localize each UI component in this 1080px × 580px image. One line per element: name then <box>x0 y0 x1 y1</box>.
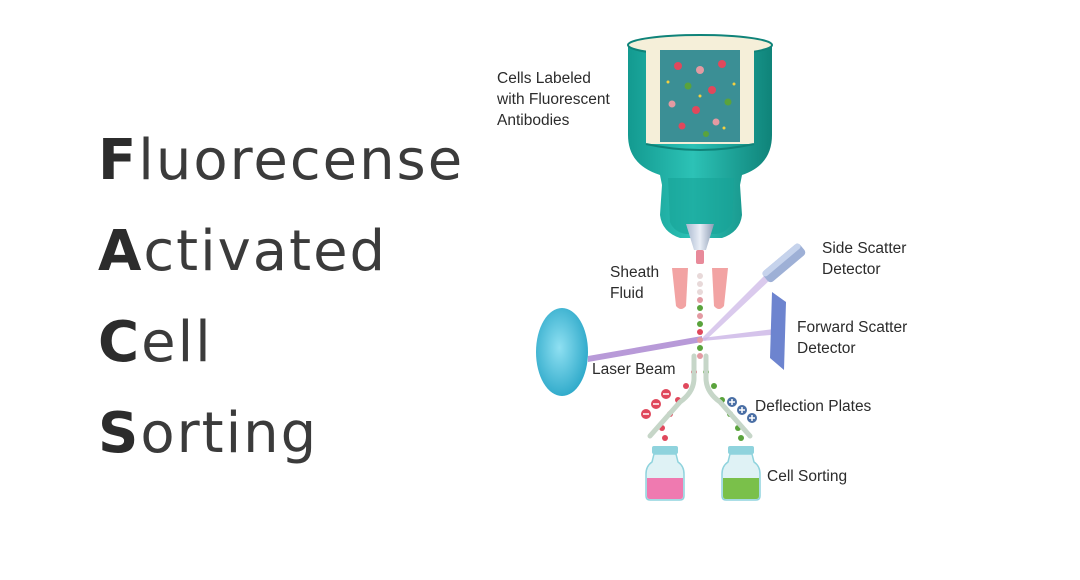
title-line-sorting: Sorting <box>98 388 464 479</box>
deflection-plates-icon <box>647 353 753 439</box>
initial-a: A <box>98 219 144 284</box>
droplet <box>697 345 703 351</box>
droplet <box>697 273 703 279</box>
negative-charges-icon <box>641 389 671 419</box>
title-rest-sorting: orting <box>140 401 319 466</box>
labeled-cells-icon <box>666 60 736 137</box>
sheath-fluid-icon <box>672 268 728 309</box>
title-rest-cell: ell <box>141 310 213 375</box>
droplet <box>697 329 703 335</box>
title-line-cell: Cell <box>98 297 464 388</box>
positive-charges-icon <box>727 397 757 423</box>
label-cell-sorting: Cell Sorting <box>767 468 847 485</box>
droplet <box>662 435 668 441</box>
title-rest-activated: ctivated <box>143 219 388 284</box>
title-line-activated: Activated <box>98 206 464 297</box>
label-laser-beam: Laser Beam <box>592 361 676 378</box>
initial-s: S <box>98 401 141 466</box>
label-forward-scatter-line2: Detector <box>797 340 856 357</box>
sample-nozzle <box>627 34 773 264</box>
nozzle-tip <box>686 224 714 250</box>
facs-title: Fluorecense Activated Cell Sorting <box>98 115 464 479</box>
droplet <box>697 281 703 287</box>
forward-scatter-detector-icon <box>770 292 786 370</box>
laser-beam <box>588 274 782 362</box>
label-sheath-line2: Fluid <box>610 285 644 302</box>
droplet <box>697 313 703 319</box>
droplet <box>711 383 717 389</box>
label-cells-line2: with Fluorescent <box>496 91 611 108</box>
label-cells-line1: Cells Labeled <box>497 70 591 87</box>
label-cells-line3: Antibodies <box>497 112 570 129</box>
droplet <box>697 321 703 327</box>
green-collection-vial <box>721 446 761 501</box>
side-scatter-detector-icon <box>762 243 806 283</box>
initial-c: C <box>98 310 142 375</box>
droplet <box>697 289 703 295</box>
droplet <box>697 305 703 311</box>
droplet <box>683 383 689 389</box>
label-forward-scatter-line1: Forward Scatter <box>797 319 907 336</box>
title-rest-fluorecense: luorecense <box>138 128 465 193</box>
pink-collection-vial <box>645 446 685 501</box>
droplet <box>697 297 703 303</box>
initial-f: F <box>98 128 139 193</box>
droplet <box>738 435 744 441</box>
laser-lens-icon <box>536 308 588 396</box>
droplet <box>697 353 703 359</box>
droplet <box>697 337 703 343</box>
label-sheath-line1: Sheath <box>610 264 659 281</box>
title-line-fluorecense: Fluorecense <box>98 115 464 206</box>
label-side-scatter-line1: Side Scatter <box>822 240 906 257</box>
label-deflection-plates: Deflection Plates <box>755 398 872 415</box>
label-side-scatter-line2: Detector <box>822 261 881 278</box>
